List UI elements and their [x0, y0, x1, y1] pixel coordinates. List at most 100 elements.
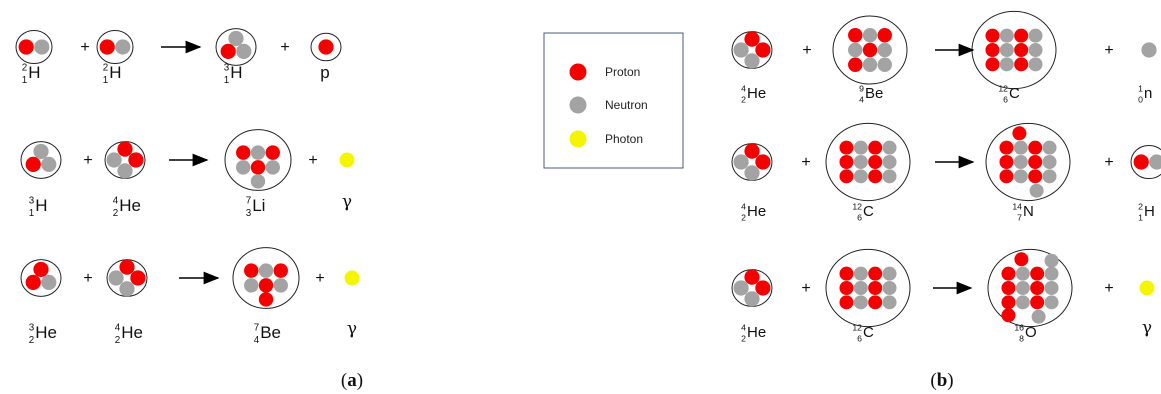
plus-sign: +: [83, 152, 92, 169]
nucleus: [731, 143, 773, 181]
nucleus: [344, 270, 360, 286]
neutron-icon: [1044, 266, 1059, 281]
proton-icon: [220, 43, 236, 59]
nucleus: [971, 10, 1057, 90]
atomic-number: 1: [1138, 213, 1143, 223]
plus-sign: +: [1104, 280, 1113, 297]
neutron-icon: [258, 263, 274, 278]
proton-icon: [99, 39, 115, 55]
neutron-icon: [250, 145, 266, 160]
element-symbol: Be: [865, 85, 883, 102]
neutron-icon: [877, 57, 892, 72]
element-symbol: Be: [260, 323, 281, 342]
neutron-icon: [1044, 281, 1059, 295]
neutron-icon: [1141, 42, 1157, 58]
neutron-icon: [744, 53, 760, 69]
plus-sign: +: [83, 270, 92, 287]
mass-number: 12: [998, 83, 1008, 93]
neutron-icon: [877, 42, 892, 58]
photon-icon: [344, 270, 360, 286]
proton-icon: [1012, 126, 1027, 141]
neutron-icon: [115, 39, 131, 55]
nucleus: [104, 141, 146, 179]
neutron-icon: [853, 295, 868, 310]
proton-icon: [33, 261, 49, 278]
element-symbol: N: [1023, 203, 1034, 220]
neutron-icon: [1042, 155, 1057, 169]
proton-icon: [318, 39, 334, 55]
mass-number: 2: [22, 62, 27, 73]
proton-icon: [1030, 281, 1045, 295]
nucleus-outline: [96, 29, 134, 65]
neutron-icon: [882, 295, 897, 310]
neutron-icon: [733, 42, 749, 58]
nucleus-outline: [825, 122, 911, 202]
gamma-label: γ: [342, 192, 352, 212]
plus-sign: +: [308, 152, 317, 169]
nucleus: [731, 269, 773, 307]
neutron-icon: [119, 281, 135, 297]
gamma-label: γ: [1142, 318, 1152, 338]
neutron-icon: [1031, 309, 1046, 324]
neutron-icon: [1013, 140, 1028, 155]
element-symbol: He: [747, 324, 766, 341]
element-symbol: n: [1144, 85, 1152, 102]
mass-number: 4: [115, 322, 121, 333]
atomic-number: 0: [1138, 95, 1143, 105]
proton-icon: [755, 154, 771, 170]
mass-number: 12: [852, 322, 862, 332]
nucleus: [731, 31, 773, 69]
proton-icon: [265, 145, 280, 160]
proton-icon: [868, 281, 883, 295]
neutron-icon: [41, 274, 57, 290]
neutron-icon: [228, 30, 244, 47]
element-symbol: p: [320, 63, 329, 82]
proton-icon: [839, 140, 854, 155]
element-symbol: He: [747, 85, 766, 102]
proton-icon: [119, 259, 135, 275]
neutron-icon: [882, 155, 897, 169]
isotope-label: γ: [1142, 318, 1152, 338]
element-symbol: C: [1009, 85, 1020, 102]
panel-label: (b): [930, 370, 953, 391]
atomic-number: 6: [857, 334, 862, 344]
mass-number: 2: [1138, 201, 1143, 211]
proton-icon: [877, 28, 892, 43]
proton-icon: [244, 263, 259, 278]
legend-box: [543, 32, 684, 169]
proton-icon: [999, 155, 1014, 169]
mass-number: 12: [852, 201, 862, 211]
neutron-icon: [882, 266, 897, 281]
neutron-icon: [882, 140, 897, 155]
element-symbol: He: [35, 323, 57, 342]
mass-number: 2: [103, 62, 108, 73]
nucleus-outline: [15, 29, 53, 65]
element-symbol: H: [35, 196, 47, 215]
neutron-icon: [236, 43, 252, 59]
proton-icon: [1001, 281, 1016, 295]
proton-icon: [1028, 155, 1043, 169]
plus-sign: +: [1104, 154, 1113, 171]
atomic-number: 7: [1017, 213, 1022, 223]
neutron-icon: [882, 281, 897, 295]
neutron-icon: [106, 152, 122, 168]
proton-icon: [744, 143, 760, 159]
proton-icon: [25, 274, 41, 290]
proton-icon: [839, 266, 854, 281]
nucleus: [20, 259, 62, 297]
photon-icon: [339, 152, 355, 168]
atomic-number: 2: [741, 334, 746, 344]
nucleus-outline: [971, 10, 1057, 90]
mass-number: 1: [1138, 83, 1143, 93]
neutron-icon: [265, 160, 280, 175]
proton-icon: [1014, 252, 1029, 267]
element-symbol: H: [230, 63, 242, 82]
neutron-icon: [733, 280, 749, 296]
